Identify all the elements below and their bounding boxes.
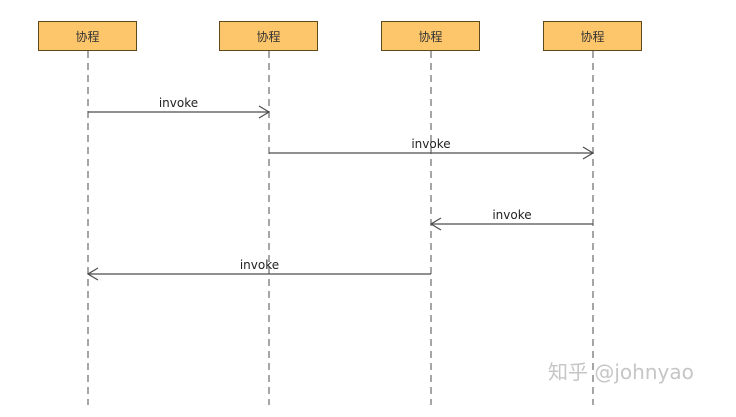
- message-label-3: invoke: [492, 208, 532, 222]
- message-label-2: invoke: [411, 137, 451, 151]
- watermark-text: 知乎 @johnyao: [548, 360, 694, 384]
- message-arrow-4: [86, 267, 431, 281]
- actor-box-1: 协程: [38, 21, 137, 51]
- actor-box-4: 协程: [543, 21, 642, 51]
- arrowhead: [582, 146, 595, 160]
- arrowhead: [86, 267, 99, 281]
- arrowhead: [429, 217, 442, 231]
- message-arrow-3: [429, 217, 593, 231]
- message-label-4: invoke: [239, 258, 280, 272]
- actor-box-3: 协程: [381, 21, 480, 51]
- message-label-1: invoke: [158, 96, 199, 110]
- message-arrow-2: [269, 146, 595, 160]
- arrowhead: [258, 105, 271, 119]
- message-arrow-1: [88, 105, 271, 119]
- actor-box-2: 协程: [219, 21, 318, 51]
